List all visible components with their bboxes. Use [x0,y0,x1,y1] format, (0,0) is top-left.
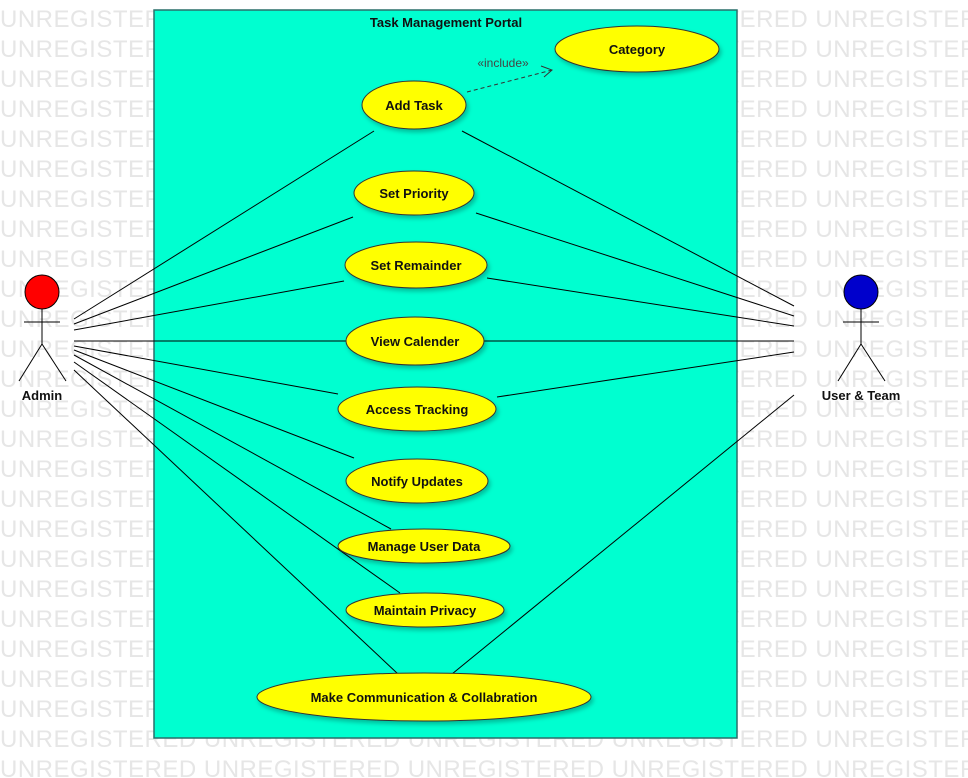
use-case-view-calender-label: View Calender [371,334,460,349]
use-case-access-tracking[interactable]: Access Tracking [337,386,497,432]
use-case-category-label: Category [609,42,666,57]
system-title: Task Management Portal [370,15,522,30]
use-case-communication-label: Make Communication & Collabration [311,690,538,705]
actor-user-team-label: User & Team [822,388,901,403]
actor-admin-label: Admin [22,388,63,403]
actor-user-team-head [843,274,879,310]
assoc-user-set-remainder [486,277,795,327]
use-case-add-task[interactable]: Add Task [361,80,467,130]
include-label: «include» [477,56,529,70]
use-case-category[interactable]: Category [554,25,720,73]
actor-admin[interactable]: Admin [18,274,67,403]
include-arrow-head [540,65,553,78]
use-case-add-task-label: Add Task [385,98,443,113]
use-case-set-priority[interactable]: Set Priority [353,170,475,216]
assoc-admin-add-task [73,130,375,320]
assoc-user-add-task [461,130,795,307]
use-case-maintain-privacy[interactable]: Maintain Privacy [345,592,505,628]
admin-associations [73,130,401,675]
assoc-user-communication [451,394,795,675]
use-case-view-calender[interactable]: View Calender [345,316,485,366]
assoc-admin-communication [73,369,399,675]
assoc-user-set-priority [475,212,795,317]
actor-user-team[interactable]: User & Team [822,274,901,403]
use-case-maintain-privacy-label: Maintain Privacy [374,603,477,618]
use-case-notify-updates[interactable]: Notify Updates [345,458,489,504]
assoc-admin-set-priority [73,216,354,325]
user-associations [451,130,795,675]
use-case-notify-updates-label: Notify Updates [371,474,463,489]
assoc-admin-manage-user-data [73,354,392,530]
assoc-admin-maintain-privacy [73,361,401,594]
use-case-access-tracking-label: Access Tracking [366,402,469,417]
assoc-user-access-tracking [496,351,795,398]
actor-admin-head [24,274,60,310]
use-case-set-priority-label: Set Priority [379,186,449,201]
assoc-admin-access-tracking [73,345,339,395]
use-case-communication[interactable]: Make Communication & Collabration [256,672,592,722]
use-case-set-remainder[interactable]: Set Remainder [344,241,488,289]
assoc-admin-set-remainder [73,280,345,331]
include-arrow-line [466,69,553,93]
use-case-manage-user-data[interactable]: Manage User Data [337,528,511,564]
use-case-set-remainder-label: Set Remainder [370,258,461,273]
include-relation: «include» [466,56,553,93]
use-case-manage-user-data-label: Manage User Data [368,539,481,554]
assoc-admin-notify-updates [73,349,355,459]
